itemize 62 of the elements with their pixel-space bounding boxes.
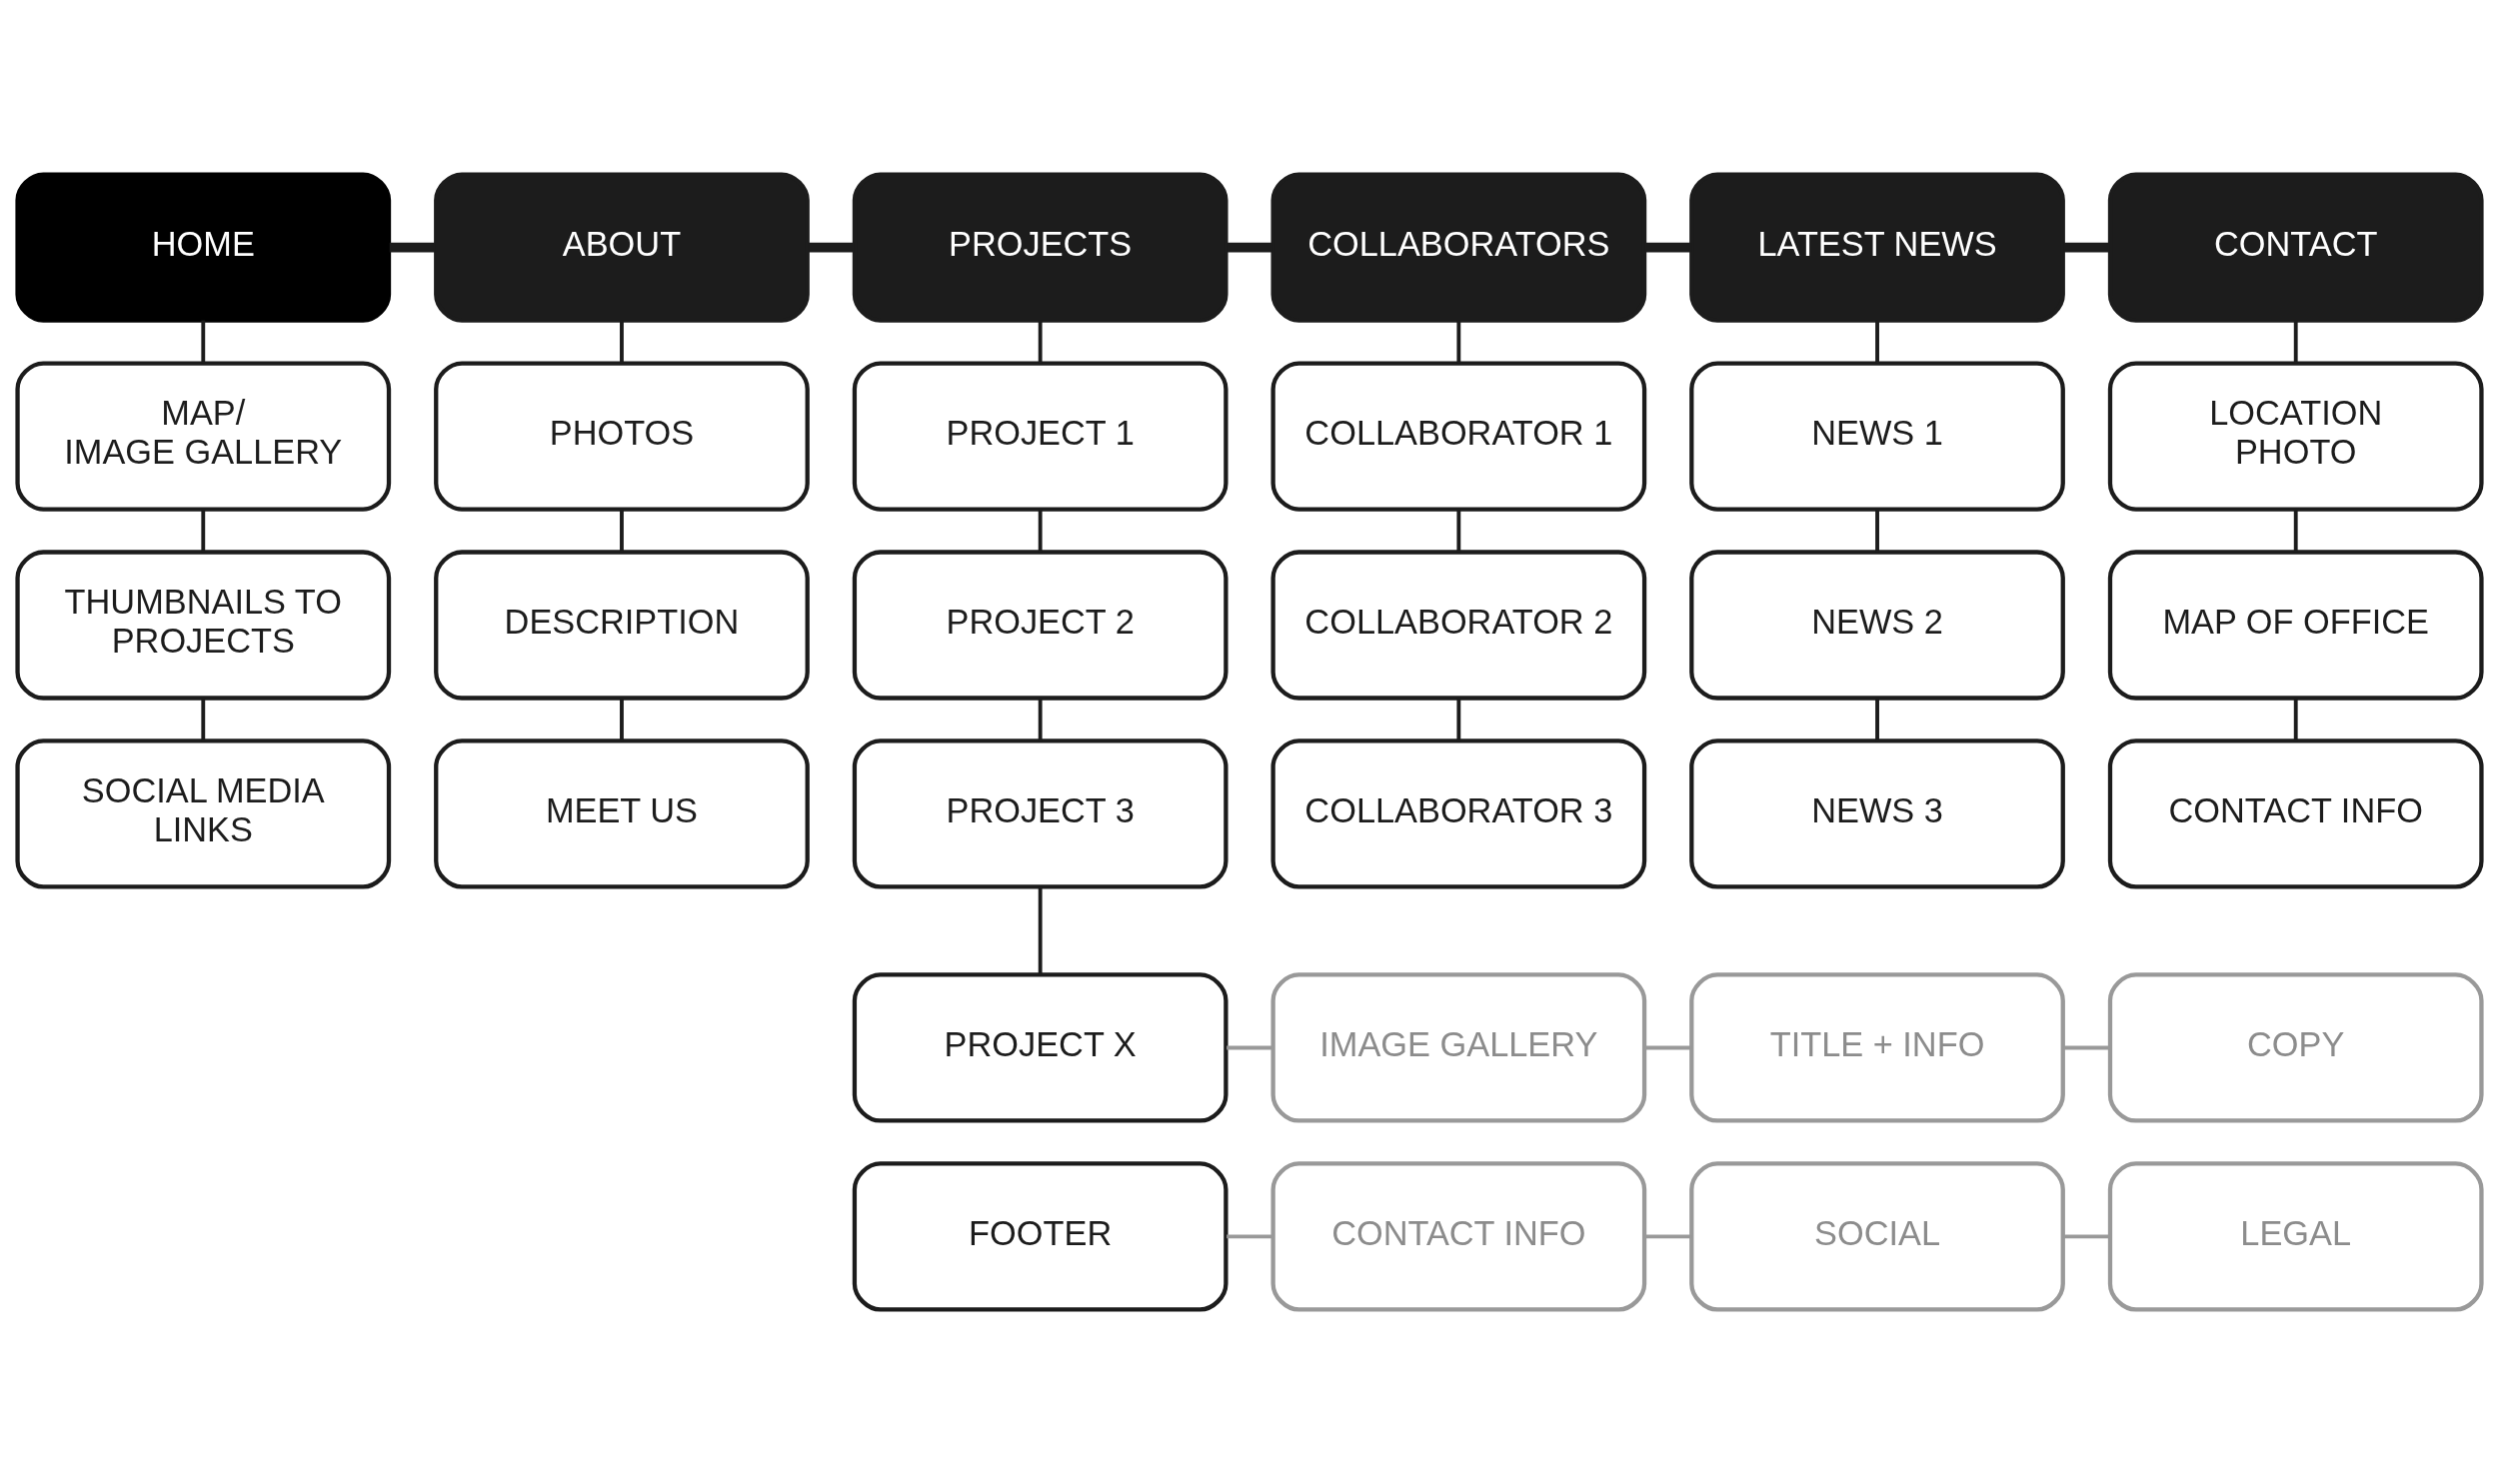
node-box: TITLE + INFO — [1689, 972, 2065, 1123]
node-box: COPY — [2107, 972, 2484, 1123]
connector — [620, 320, 624, 364]
connector — [2293, 320, 2298, 364]
connector — [2293, 509, 2298, 553]
node-box: PHOTOS — [434, 361, 810, 512]
connector — [1227, 1234, 1273, 1239]
node-box: CONTACT INFO — [2107, 739, 2484, 889]
connector — [1875, 509, 1879, 553]
node-box: LOCATION PHOTO — [2107, 361, 2484, 512]
node-box: SOCIAL — [1689, 1161, 2065, 1312]
node-box: PROJECT X — [852, 972, 1229, 1123]
node-box: MAP OF OFFICE — [2107, 550, 2484, 701]
node-box: FOOTER — [852, 1161, 1229, 1312]
node-box: NEWS 1 — [1689, 361, 2065, 512]
node-box: MEET US — [434, 739, 810, 889]
connector — [1038, 320, 1043, 364]
connector — [201, 509, 206, 553]
node-box: CONTACT — [2107, 172, 2484, 323]
node-box: PROJECT 1 — [852, 361, 1229, 512]
connector — [1038, 698, 1043, 742]
node-box: COLLABORATOR 1 — [1270, 361, 1647, 512]
connector — [1038, 886, 1043, 975]
connector — [201, 320, 206, 364]
connector — [201, 698, 206, 742]
connector — [1875, 698, 1879, 742]
node-box: HOME — [15, 172, 392, 323]
node-box: MAP/ IMAGE GALLERY — [15, 361, 392, 512]
connector — [1227, 1045, 1273, 1050]
connector — [1456, 320, 1461, 364]
connector — [1456, 698, 1461, 742]
node-box: COLLABORATOR 2 — [1270, 550, 1647, 701]
connector — [808, 242, 855, 253]
node-box: ABOUT — [434, 172, 810, 323]
node-box: COLLABORATOR 3 — [1270, 739, 1647, 889]
connector — [1644, 1045, 1692, 1050]
connector — [2063, 242, 2110, 253]
node-box: LEGAL — [2107, 1161, 2484, 1312]
node-box: THUMBNAILS TO PROJECTS — [15, 550, 392, 701]
connector — [1875, 320, 1879, 364]
connector — [1644, 1234, 1692, 1239]
connector — [2063, 1234, 2110, 1239]
node-box: NEWS 3 — [1689, 739, 2065, 889]
connector — [1644, 242, 1692, 253]
node-box: SOCIAL MEDIA LINKS — [15, 739, 392, 889]
node-box: COLLABORATORS — [1270, 172, 1647, 323]
connector — [620, 509, 624, 553]
node-box: IMAGE GALLERY — [1270, 972, 1647, 1123]
node-box: NEWS 2 — [1689, 550, 2065, 701]
node-box: PROJECT 3 — [852, 739, 1229, 889]
connector — [1456, 509, 1461, 553]
connector — [1227, 242, 1273, 253]
connector — [389, 242, 436, 253]
node-box: CONTACT INFO — [1270, 1161, 1647, 1312]
node-box: LATEST NEWS — [1689, 172, 2065, 323]
connector — [620, 698, 624, 742]
node-box: PROJECTS — [852, 172, 1229, 323]
node-box: DESCRIPTION — [434, 550, 810, 701]
node-box: PROJECT 2 — [852, 550, 1229, 701]
connector — [1038, 509, 1043, 553]
connector — [2063, 1045, 2110, 1050]
connector — [2293, 698, 2298, 742]
